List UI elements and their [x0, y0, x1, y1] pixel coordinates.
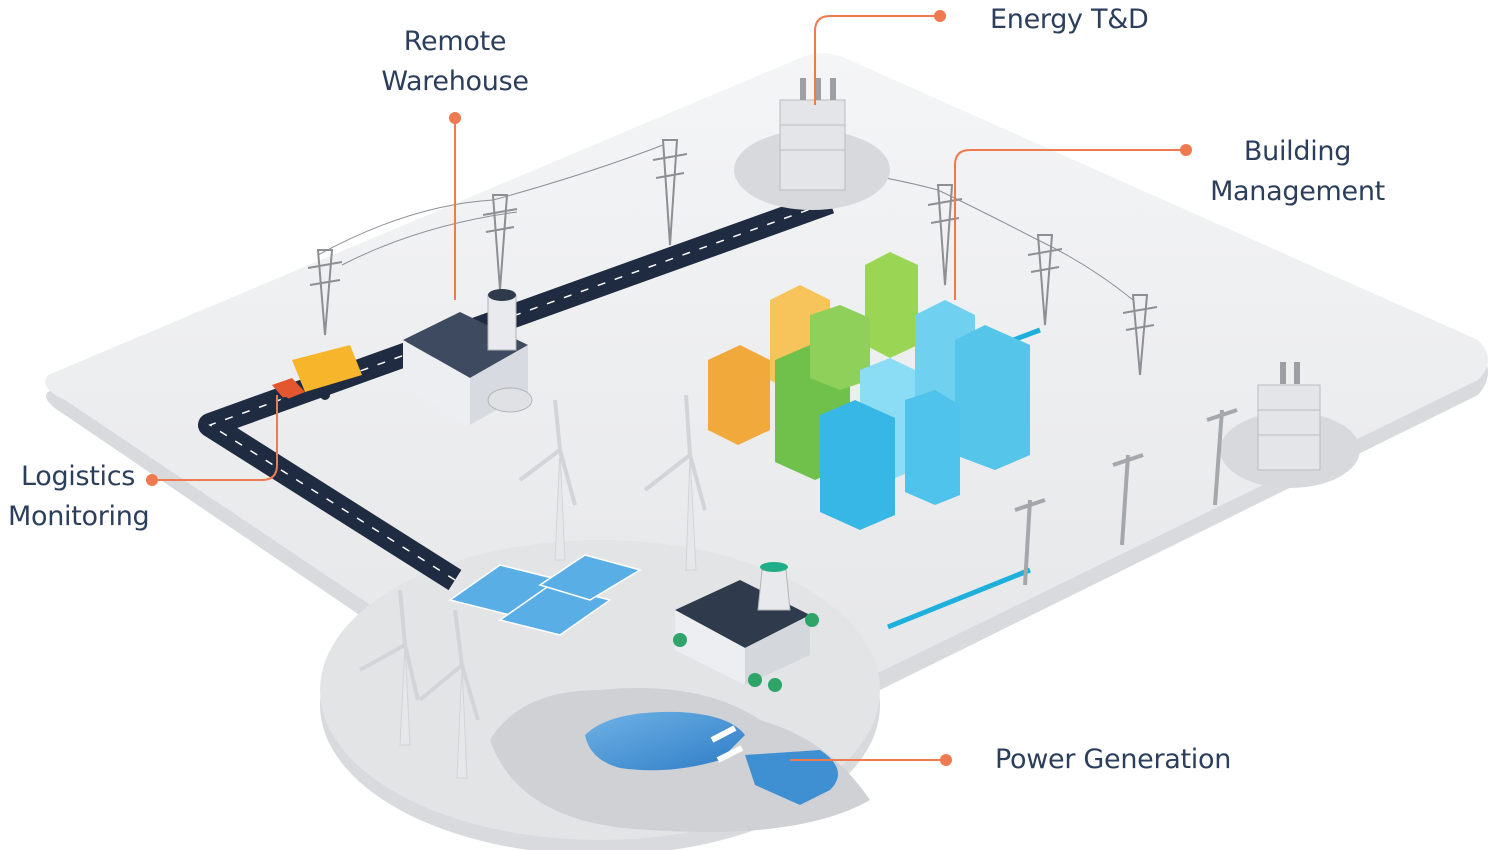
data-line [887, 567, 1031, 630]
label-logistics-monitoring: Logistics Monitoring [8, 461, 150, 532]
power-plant-icon [673, 562, 819, 692]
transformer-icon [734, 78, 890, 210]
dam-icon [490, 688, 870, 832]
factory-icon [403, 289, 533, 425]
leader-dots [146, 10, 1192, 766]
label-power-generation: Power Generation [995, 744, 1232, 775]
transformer-icon [1220, 362, 1360, 488]
label-energy-td: Energy T&D [990, 4, 1149, 35]
leader-energy-td [814, 15, 938, 105]
label-building-management: Building Management [1210, 136, 1385, 207]
leader-building-management [954, 149, 1185, 300]
leader-logistics-monitoring [152, 395, 278, 481]
solar-panel-icon [448, 554, 642, 636]
leader-lines [152, 15, 1185, 761]
office-building-icon [708, 252, 1030, 530]
delivery-truck-icon [272, 345, 362, 407]
power-pylon-icon [307, 139, 1158, 376]
label-remote-warehouse: Remote Warehouse [381, 26, 529, 97]
utility-pole-icon [1014, 408, 1238, 586]
wind-turbine-icon [359, 394, 707, 779]
